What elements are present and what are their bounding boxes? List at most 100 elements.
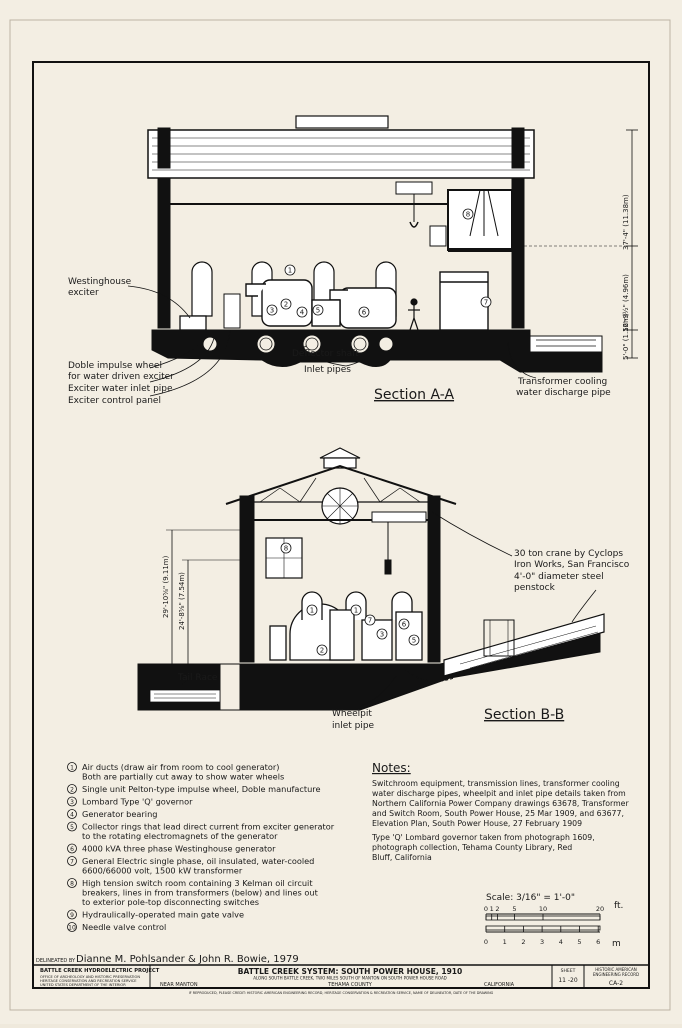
scale-m-tick: 2 (521, 938, 525, 946)
legend-item-text: Lombard Type 'Q' governor (82, 797, 193, 807)
callouts-aa (266, 208, 492, 318)
section-bb-title: Section B-B (484, 707, 564, 723)
legend-number-circle (67, 878, 77, 888)
left-wall (157, 177, 171, 329)
legend-item-text: Single unit Pelton-type impulse wheel, D… (82, 784, 321, 794)
note-line-8: Bluff, California (372, 853, 432, 862)
callout-aa-7: 7 (484, 299, 488, 307)
section-aa-drawing (127, 115, 638, 397)
crane-trolley (395, 181, 433, 195)
note-line-4: and Switch Room, South Power House, 25 M… (372, 809, 624, 818)
notes-body: Switchroom equipment, transmission lines… (371, 779, 629, 862)
legend-item-text: Air ducts (draw air from room to cool ge… (82, 762, 279, 772)
note-line-7: photograph collection, Tehama County Lib… (372, 843, 572, 852)
exciter-panel (223, 293, 241, 329)
callout-aa-6: 6 (362, 309, 367, 317)
penstock (443, 613, 605, 677)
note-line-3: Northern California Power Company drawin… (372, 799, 629, 808)
scale-m-tick: 4 (559, 938, 563, 946)
scale-ft-tick: 20 (596, 905, 604, 913)
legend-item-text: Hydraulically-operated main gate valve (82, 910, 244, 920)
legend-number: 6 (70, 846, 74, 853)
generator-unit-2 (339, 287, 397, 329)
tb-near: NEAR MANTON (160, 982, 198, 988)
callout-aa-2: 2 (284, 301, 288, 309)
label-exciter-panel: Exciter control panel (68, 396, 161, 406)
person-figure (408, 298, 420, 331)
callout-bb-6: 6 (402, 621, 407, 629)
legend-number-circle (67, 843, 77, 854)
legend-number: 8 (70, 880, 74, 887)
note-line-5: Elevation Plan, South Power House, 27 Fe… (372, 819, 582, 828)
label-crane-1: 30 ton crane by Cyclops (514, 549, 623, 559)
window-aa-1 (191, 261, 213, 317)
scale-label: Scale: 3/16" = 1'-0" (486, 893, 575, 903)
gate-frame (483, 619, 515, 657)
section-aa-title: Section A-A (374, 387, 454, 403)
legend-item-text: Both are partially cut away to show wate… (82, 772, 284, 782)
label-deflector: Deflector shaft (292, 349, 359, 359)
legend-item-text: Needle valve control (82, 922, 166, 932)
label-inlet-pipes: Inlet pipes (304, 365, 351, 375)
label-tail-race: Tail Race (177, 673, 218, 683)
label-penstock-1: 4'-0" diameter steel (514, 572, 604, 582)
label-crane-2: Iron Works, San Francisco (514, 560, 630, 570)
legend-number: 4 (70, 811, 74, 818)
tb-project-sub-3: UNITED STATES DEPARTMENT OF THE INTERIOR (40, 983, 126, 987)
delineated-by-label: DELINEATED BY (36, 958, 76, 964)
tb-project-sub-2: HERITAGE CONSERVATION AND RECREATION SER… (40, 979, 137, 983)
scale-ft-tick: 5 (512, 905, 516, 913)
tb-record-2: ENGINEERING RECORD (593, 972, 639, 977)
tb-footer: IF REPRODUCED, PLEASE CREDIT: HISTORIC A… (189, 991, 494, 995)
switch-room (447, 189, 513, 251)
label-wheelpit-1: Wheelpit (332, 709, 372, 719)
legend-number-circle (67, 762, 77, 772)
legend-number: 5 (70, 824, 74, 831)
tb-county: TEHAMA COUNTY (327, 982, 373, 988)
scale-m-tick: 0 (484, 938, 488, 946)
tb-main-title: BATTLE CREEK SYSTEM: SOUTH POWER HOUSE, … (238, 967, 462, 976)
scale-ft-tick: 2 (495, 905, 499, 913)
exciter (179, 315, 207, 331)
legend-number: 3 (70, 799, 74, 806)
callout-aa-5: 5 (316, 307, 320, 315)
scale-m-tick: 1 (503, 938, 507, 946)
legend-number: 2 (70, 786, 74, 793)
callout-bb-1a: 1 (310, 607, 314, 615)
notes-title: Notes: (372, 761, 411, 775)
dim-bb-2: 24'-8⅝" (7.54m) (178, 572, 186, 630)
label-wheelpit-2: inlet pipe (332, 721, 375, 731)
callout-bb-2: 2 (320, 647, 324, 655)
legend-number: 9 (70, 912, 74, 919)
outer-trim-border (9, 19, 671, 1011)
scale-m-unit: m (612, 939, 621, 949)
callout-aa-4: 4 (300, 309, 305, 317)
tb-sheet: 11 -20 (558, 977, 578, 984)
legend-number-circle (67, 809, 77, 819)
scale-ft-tick: 1 (490, 905, 494, 913)
bb-right-wall (427, 495, 441, 663)
label-penstock-2: penstock (514, 583, 556, 593)
tb-project-sub-1: OFFICE OF ARCHEOLOGY AND HISTORIC PRESER… (40, 975, 140, 979)
callout-bb-3: 3 (380, 631, 384, 639)
title-block: BATTLE CREEK HYDROELECTRIC PROJECT OFFIC… (40, 967, 639, 995)
label-exciter-inlet: Exciter water inlet pipe (68, 384, 173, 394)
callout-aa-3: 3 (270, 307, 274, 315)
dim-aa-3: 5'-0" (1.52m) (622, 313, 630, 360)
legend-number-circle (67, 821, 77, 832)
tb-project: BATTLE CREEK HYDROELECTRIC PROJECT (40, 968, 160, 974)
legend-number-circle (67, 784, 77, 794)
label-exciter-2: exciter (68, 288, 99, 298)
callout-aa-1: 1 (288, 267, 292, 275)
scale-m-tick: 5 (577, 938, 581, 946)
tb-record-1: HISTORIC AMERICAN (595, 967, 637, 972)
delineator: Dianne M. Pohlsander & John R. Bowie, 19… (76, 954, 299, 965)
legend-item-text: 6600/66000 volt, 1500 kW transformer (82, 866, 243, 876)
legend-item-text: 4000 kVA three phase Westinghouse genera… (82, 844, 276, 854)
callout-bb-5: 5 (412, 637, 416, 645)
legend-number-circle (67, 909, 77, 920)
scale-m-tick: 6 (596, 938, 600, 946)
legend-item-text: Collector rings that lead direct current… (82, 822, 335, 832)
